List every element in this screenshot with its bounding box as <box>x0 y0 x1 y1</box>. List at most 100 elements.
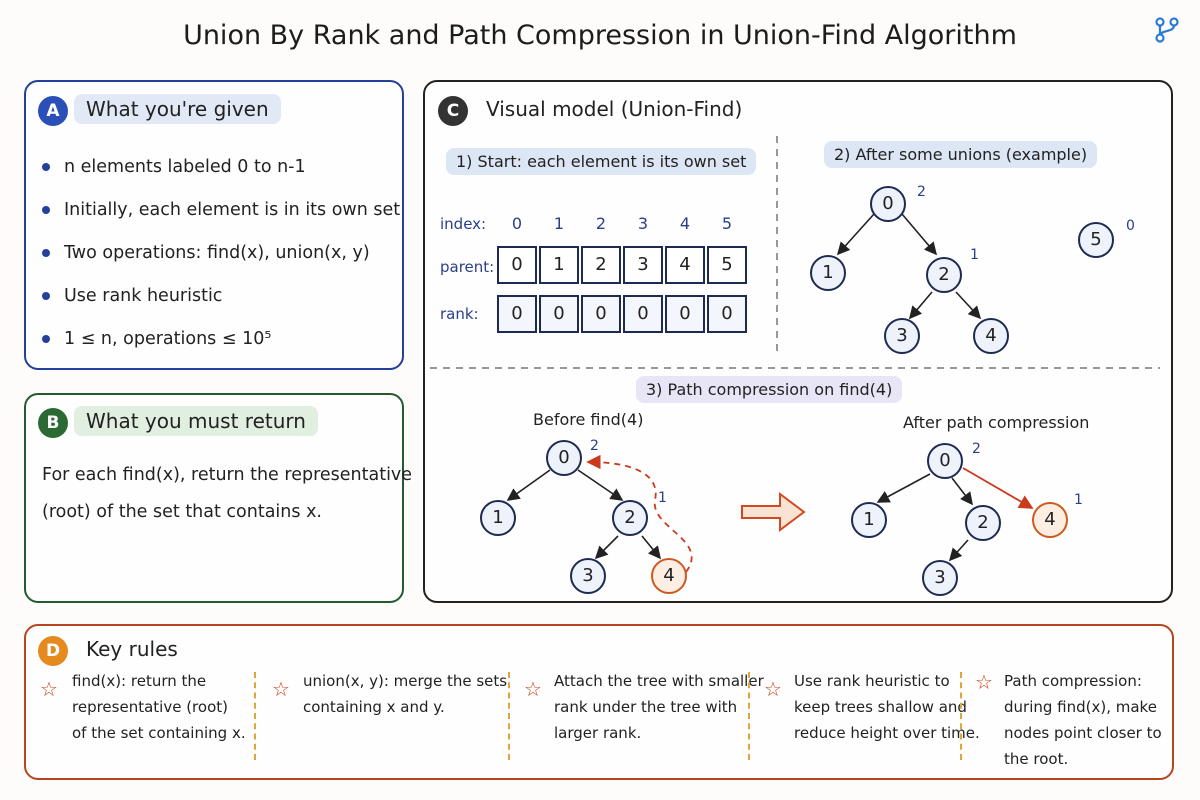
panel-c-header: Visual model (Union-Find) <box>486 97 743 121</box>
rule-line: find(x): return the <box>72 672 207 690</box>
badge-d: D <box>38 636 68 666</box>
before-caption: Before find(4) <box>533 410 644 429</box>
divider <box>254 672 256 760</box>
tree-node: 0 <box>546 440 582 476</box>
index-cell: 2 <box>595 214 607 233</box>
list-item-text: Two operations: find(x), union(x, y) <box>64 243 370 263</box>
rule-5: Path compression: during find(x), make n… <box>1004 668 1162 772</box>
star-icon: ☆ <box>524 677 542 701</box>
rule-line: rank under the tree with <box>554 698 738 716</box>
given-list: n elements labeled 0 to n-1 Initially, e… <box>40 152 400 367</box>
list-item: 1 ≤ n, operations ≤ 10⁵ <box>40 324 400 367</box>
rank-cell: 0 <box>623 295 663 333</box>
list-item-text: Use rank heuristic <box>64 286 223 306</box>
tree-node: 1 <box>480 500 516 536</box>
rank-annotation: 2 <box>972 441 981 457</box>
tree-node: 5 <box>1078 222 1114 258</box>
star-icon: ☆ <box>975 670 993 694</box>
tree-node: 3 <box>570 558 606 594</box>
parent-cell: 5 <box>707 246 747 284</box>
rule-line: containing x and y. <box>303 698 445 716</box>
tree-node: 2 <box>612 500 648 536</box>
badge-c: C <box>438 96 468 126</box>
panel-key-rules <box>24 624 1174 780</box>
step2-label: 2) After some unions (example) <box>824 141 1098 168</box>
panel-given <box>24 80 404 370</box>
rank-cell: 0 <box>665 295 705 333</box>
rule-3: Attach the tree with smaller rank under … <box>554 668 764 746</box>
parent-cell: 3 <box>623 246 663 284</box>
tree-node-highlighted: 4 <box>651 558 687 594</box>
parent-row-label: parent: <box>440 258 495 276</box>
tree-node: 3 <box>922 560 958 596</box>
rule-line: during find(x), make <box>1004 698 1157 716</box>
star-icon: ☆ <box>40 677 58 701</box>
tree-node: 0 <box>870 186 906 222</box>
rank-annotation: 1 <box>970 247 979 263</box>
rule-line: reduce height over time. <box>794 724 980 742</box>
rank-cell: 0 <box>497 295 537 333</box>
list-item: n elements labeled 0 to n-1 <box>40 152 400 195</box>
tree-node: 0 <box>927 443 963 479</box>
rank-annotation: 2 <box>590 438 599 454</box>
tree-node: 4 <box>973 318 1009 354</box>
return-line-1: For each find(x), return the representat… <box>42 465 413 485</box>
tree-node: 3 <box>884 318 920 354</box>
step1-label: 1) Start: each element is its own set <box>446 148 757 175</box>
after-caption: After path compression <box>903 413 1090 432</box>
rule-line: Path compression: <box>1004 672 1142 690</box>
rank-annotation: 1 <box>1074 492 1083 508</box>
index-cell: 3 <box>637 214 649 233</box>
tree-node: 2 <box>965 505 1001 541</box>
index-cell: 4 <box>679 214 691 233</box>
divider <box>508 672 510 760</box>
rank-annotation: 2 <box>917 184 926 200</box>
rank-row-label: rank: <box>440 305 479 323</box>
star-icon: ☆ <box>272 677 290 701</box>
rule-line: union(x, y): merge the sets <box>303 672 508 690</box>
rule-line: larger rank. <box>554 724 642 742</box>
rule-line: the root. <box>1004 750 1069 768</box>
list-item: Two operations: find(x), union(x, y) <box>40 238 400 281</box>
bullet-dot <box>42 249 50 257</box>
bullet-dot <box>42 206 50 214</box>
divider <box>748 672 750 760</box>
badge-b: B <box>38 408 68 438</box>
rank-cell: 0 <box>539 295 579 333</box>
star-icon: ☆ <box>764 677 782 701</box>
tree-node: 2 <box>926 257 962 293</box>
rank-cell: 0 <box>581 295 621 333</box>
step3-label: 3) Path compression on find(4) <box>636 376 903 403</box>
list-item: Initially, each element is in its own se… <box>40 195 400 238</box>
list-item-text: n elements labeled 0 to n-1 <box>64 157 306 177</box>
rule-line: nodes point closer to <box>1004 724 1162 742</box>
rule-line: representative (root) <box>72 698 228 716</box>
parent-cell: 1 <box>539 246 579 284</box>
rule-line: keep trees shallow and <box>794 698 967 716</box>
rule-1: find(x): return the representative (root… <box>72 668 246 746</box>
tree-node: 1 <box>851 502 887 538</box>
rank-cell: 0 <box>707 295 747 333</box>
badge-a: A <box>38 96 68 126</box>
divider <box>960 672 962 760</box>
rule-line: Use rank heuristic to <box>794 672 950 690</box>
index-cell: 5 <box>721 214 733 233</box>
parent-cell: 0 <box>497 246 537 284</box>
rule-2: union(x, y): merge the sets containing x… <box>303 668 507 720</box>
index-cell: 1 <box>553 214 565 233</box>
git-branch-icon <box>1155 17 1179 43</box>
bullet-dot <box>42 163 50 171</box>
page-title: Union By Rank and Path Compression in Un… <box>183 20 1017 51</box>
bullet-dot <box>42 292 50 300</box>
panel-d-header: Key rules <box>86 637 178 661</box>
bullet-dot <box>42 335 50 343</box>
return-line-2: (root) of the set that contains x. <box>42 502 322 522</box>
index-row-label: index: <box>440 215 487 233</box>
tree-node-highlighted: 4 <box>1032 502 1068 538</box>
rule-line: of the set containing x. <box>72 724 246 742</box>
index-cell: 0 <box>511 214 523 233</box>
parent-cell: 2 <box>581 246 621 284</box>
rule-line: Attach the tree with smaller <box>554 672 764 690</box>
list-item-text: 1 ≤ n, operations ≤ 10⁵ <box>64 329 272 349</box>
rule-4: Use rank heuristic to keep trees shallow… <box>794 668 980 746</box>
